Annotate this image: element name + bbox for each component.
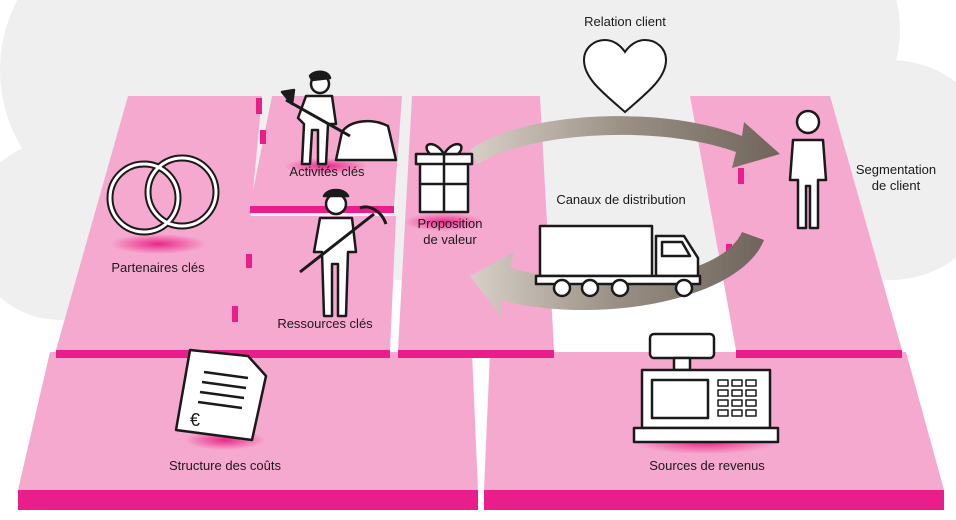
cash-register-icon bbox=[632, 332, 780, 444]
label-partenaires: Partenaires clés bbox=[111, 260, 205, 275]
label-proposition-line1: Proposition bbox=[417, 216, 483, 231]
label-segmentation-line2: de client bbox=[871, 178, 921, 193]
worker-pickaxe-icon bbox=[299, 188, 388, 318]
cycle-arrows bbox=[470, 116, 780, 318]
gift-icon bbox=[414, 143, 474, 214]
invoice-euro-icon: € bbox=[174, 348, 268, 442]
label-activites-cles: Activités clés bbox=[289, 164, 365, 179]
worker-shovel-icon bbox=[280, 70, 398, 166]
heart-icon bbox=[582, 38, 668, 114]
svg-text:€: € bbox=[190, 410, 200, 430]
label-structure-couts: Structure des coûts bbox=[169, 458, 281, 473]
label-sources-revenus: Sources de revenus bbox=[649, 458, 765, 473]
label-canaux: Canaux de distribution bbox=[556, 192, 686, 207]
label-ressources: Ressources clés bbox=[277, 316, 373, 331]
person-icon bbox=[788, 109, 828, 230]
label-relation-client: Relation client bbox=[584, 14, 666, 29]
truck-icon bbox=[534, 224, 702, 298]
label-proposition-line2: de valeur bbox=[423, 232, 477, 247]
label-segmentation-line1: Segmentation bbox=[855, 162, 937, 177]
